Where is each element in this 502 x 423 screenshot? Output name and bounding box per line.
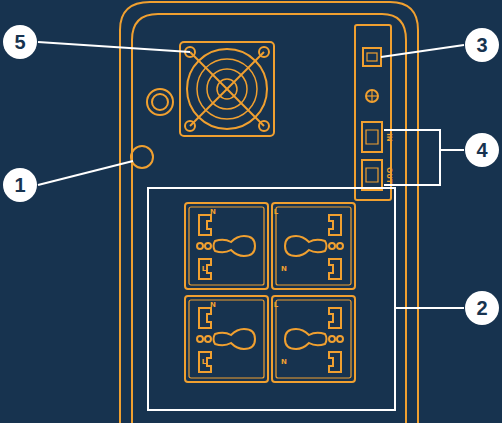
outlet-mark: L (202, 359, 206, 366)
leader-lines (38, 42, 464, 410)
port-panel (355, 25, 391, 200)
callout-number: 1 (3, 168, 37, 202)
ac-outlet (272, 296, 355, 382)
outlet-mark: N (281, 359, 287, 366)
callout-text: 4 (476, 140, 487, 160)
ac-outlet (185, 203, 268, 289)
callout-text: 2 (476, 298, 487, 318)
fan-ring (187, 49, 267, 129)
usb-port (363, 48, 381, 66)
callout-text: 1 (14, 175, 25, 195)
breaker-button (147, 89, 173, 115)
callout-number: 5 (3, 25, 37, 59)
callout-number: 2 (465, 291, 499, 325)
callout-number: 4 (465, 133, 499, 167)
housing-outline (120, 2, 418, 423)
rj-port-out (362, 160, 382, 190)
outlet-mark: N (210, 209, 216, 216)
outlet-mark: L (202, 266, 206, 273)
outlet-mark: L (274, 209, 278, 216)
outlet-mark: N (210, 302, 216, 309)
outlet-mark: N (281, 266, 287, 273)
ac-outlet (272, 203, 355, 289)
fan-frame (180, 42, 274, 136)
port-label: IN (385, 133, 392, 141)
callout-text: 5 (14, 32, 25, 52)
callout-number: 3 (465, 28, 499, 62)
port-label: OUT (384, 167, 391, 183)
outlet-mark: L (274, 302, 278, 309)
power-switch (131, 146, 153, 168)
ground-screw (366, 90, 378, 102)
rj-port-in (362, 122, 382, 152)
ac-outlet (185, 296, 268, 382)
housing-inner (132, 14, 406, 423)
callout-text: 3 (476, 35, 487, 55)
